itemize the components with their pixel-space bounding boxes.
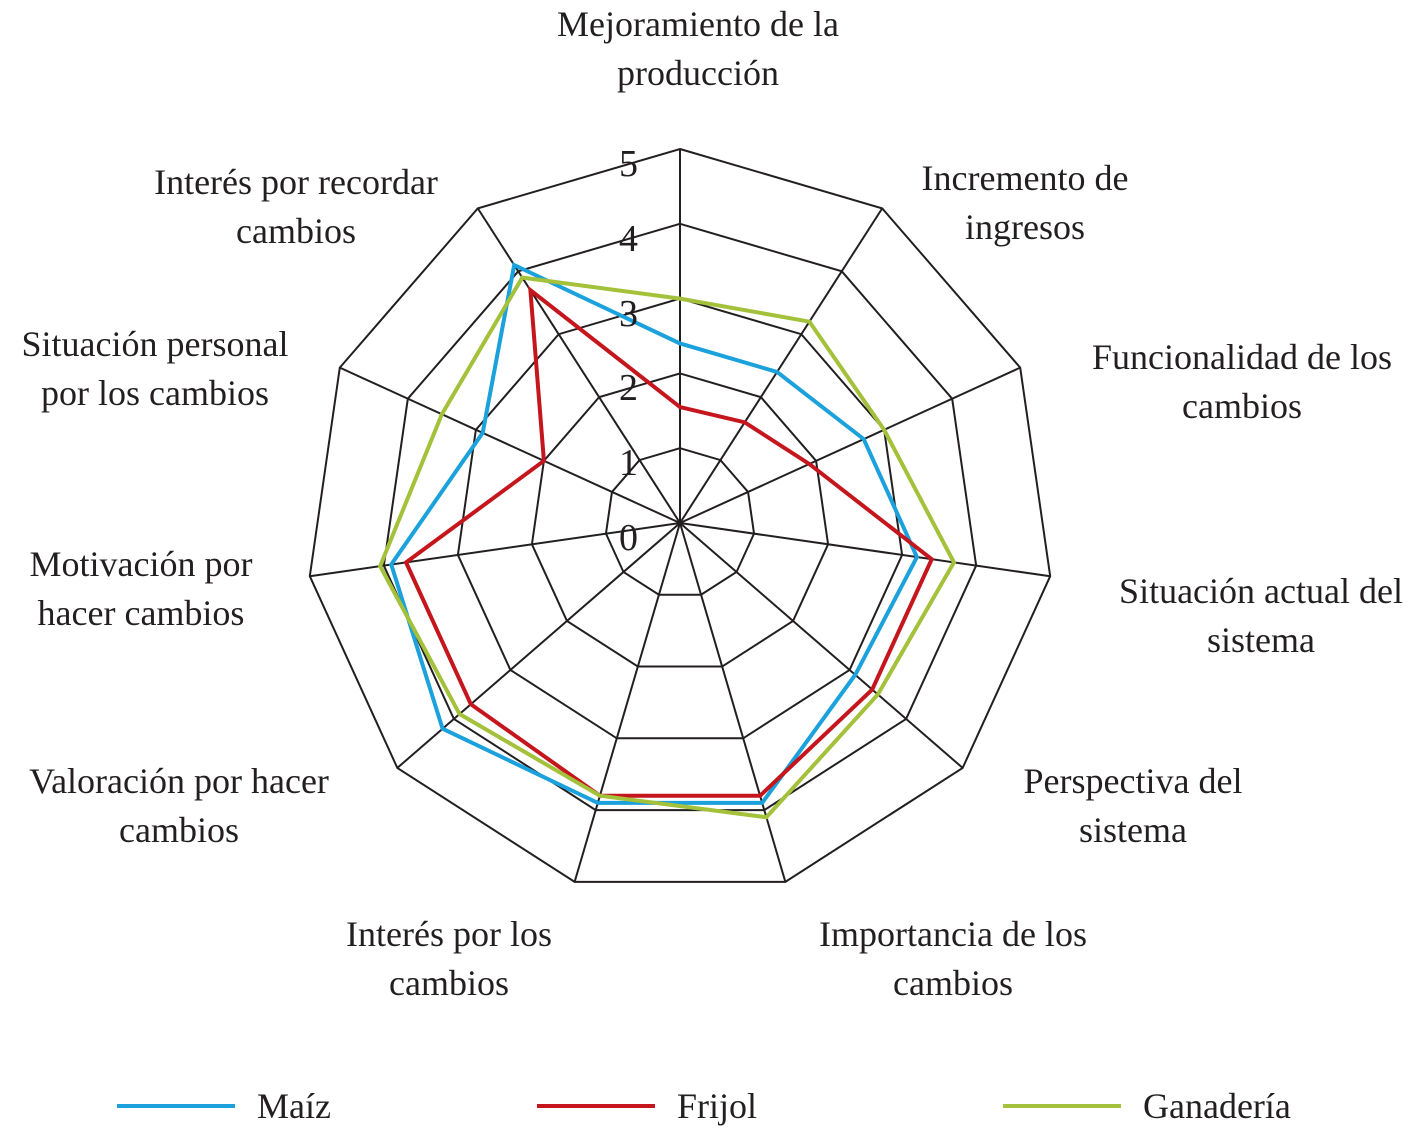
- axis-spoke: [396, 522, 681, 769]
- legend-swatch-ganaderia: [1003, 1104, 1121, 1108]
- legend-item-ganaderia: Ganadería: [1003, 1082, 1291, 1130]
- tick-label-3: 3: [619, 292, 638, 335]
- legend-label-ganaderia: Ganadería: [1143, 1086, 1291, 1126]
- tick-label-4: 4: [619, 217, 638, 260]
- axis-spoke: [679, 522, 787, 883]
- axis-spoke: [679, 366, 1021, 524]
- legend-item-frijol: Frijol: [537, 1082, 757, 1130]
- axis-spoke: [679, 207, 884, 524]
- grid-ring-4: [382, 222, 978, 812]
- axis-spoke: [679, 522, 1051, 578]
- legend: Maíz Frijol Ganadería: [0, 1082, 1426, 1132]
- radar-series: [377, 262, 957, 820]
- series-ganadería: [377, 275, 957, 820]
- axis-spoke: [679, 522, 964, 769]
- tick-label-0: 0: [619, 517, 638, 559]
- legend-label-frijol: Frijol: [677, 1086, 758, 1126]
- axis-spoke: [309, 522, 681, 578]
- legend-swatch-maiz: [117, 1104, 235, 1108]
- tick-label-1: 1: [619, 442, 638, 485]
- axis-spoke: [573, 522, 681, 883]
- axis-spoke: [476, 207, 681, 524]
- tick-label-2: 2: [619, 367, 638, 410]
- grid-ring-5: [308, 147, 1052, 883]
- legend-label-maiz: Maíz: [257, 1086, 331, 1126]
- grid-ring-3: [456, 297, 904, 740]
- radar-grid: [308, 147, 1052, 883]
- tick-label-5: 5: [619, 143, 638, 185]
- grid-ring-1: [604, 447, 756, 596]
- legend-item-maiz: Maíz: [117, 1082, 331, 1130]
- grid-ring-2: [530, 372, 830, 668]
- series-maíz: [389, 262, 920, 805]
- legend-swatch-frijol: [537, 1104, 655, 1108]
- series-frijol: [403, 285, 935, 798]
- axis-spoke: [339, 366, 681, 524]
